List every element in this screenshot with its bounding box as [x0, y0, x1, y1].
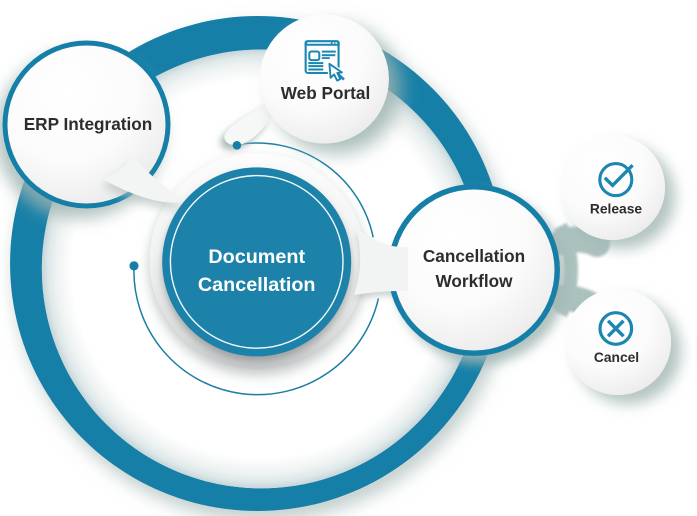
svg-text:ERP Integration: ERP Integration: [24, 114, 153, 134]
svg-text:Release: Release: [590, 202, 642, 217]
svg-text:Workflow: Workflow: [435, 271, 513, 291]
svg-text:Cancellation: Cancellation: [423, 246, 525, 266]
svg-text:Document: Document: [208, 246, 305, 268]
svg-text:Cancel: Cancel: [594, 350, 639, 365]
svg-text:Cancellation: Cancellation: [198, 274, 316, 296]
svg-text:Web Portal: Web Portal: [281, 83, 370, 103]
